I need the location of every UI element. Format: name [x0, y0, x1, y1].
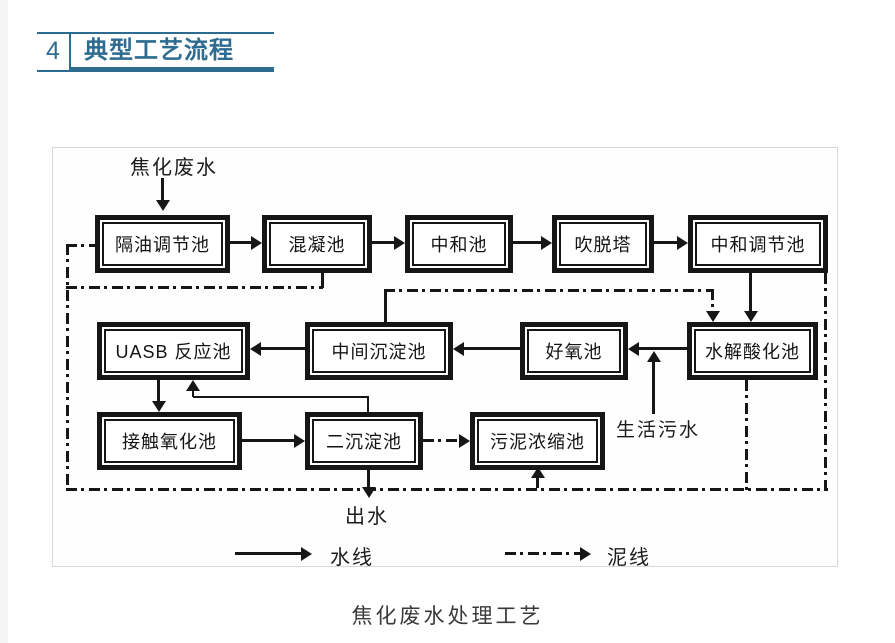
water-arrow-influent-down — [155, 178, 170, 211]
page-left-margin — [0, 0, 8, 643]
water-arrow-hydrolysis-to-aerobic — [628, 341, 687, 356]
sludge-line-bottom — [66, 488, 828, 491]
node-hydrolysis-acidification-tank: 水解酸化池 — [687, 322, 818, 380]
sludge-line-intermediate-to-hydrolysis — [384, 289, 713, 292]
sludge-arrow-secondary-to-thickener — [423, 433, 470, 448]
section-number: 4 — [37, 34, 71, 72]
legend-sludge-label: 泥线 — [607, 547, 651, 569]
water-arrow-regulation-to-hydrolysis — [743, 273, 758, 322]
node-label: UASB 反应池 — [115, 342, 232, 362]
node-aerobic-tank: 好氧池 — [520, 322, 628, 380]
node-label: 接触氧化池 — [122, 432, 217, 452]
section-header: 4 典型工艺流程 — [37, 32, 274, 72]
node-neutralization-tank: 中和池 — [405, 215, 513, 273]
water-arrow-neutralization-to-stripping — [513, 235, 552, 250]
node-oil-separation-tank: 隔油调节池 — [95, 215, 230, 273]
node-uasb-reactor: UASB 反应池 — [97, 322, 250, 380]
water-arrow-domestic-sewage-up — [646, 351, 661, 414]
sludge-arrow-into-hydrolysis — [705, 289, 720, 322]
sludge-line-hydrolysis-riser — [745, 380, 748, 491]
water-arrow-intermediate-to-uasb — [250, 341, 305, 356]
node-sludge-thickening-tank: 污泥浓缩池 — [470, 412, 605, 470]
water-arrow-oilsep-to-coagulation — [230, 235, 262, 250]
node-label: 好氧池 — [545, 342, 603, 362]
node-label: 中和池 — [430, 235, 488, 255]
sludge-line-left-riser — [66, 244, 69, 491]
recycle-line-horizontal — [193, 396, 369, 398]
sludge-line-coagulation-to-left — [66, 286, 323, 289]
node-stripping-tower: 吹脱塔 — [552, 215, 654, 273]
node-coagulation-tank: 混凝池 — [262, 215, 372, 273]
node-intermediate-sedimentation-tank: 中间沉淀池 — [305, 322, 453, 380]
flow-diagram-panel: 焦化废水 生活污水 出水 隔油调节池 混凝池 中和池 吹脱塔 中和调节池 UAS… — [52, 147, 838, 569]
node-neutralization-regulation-tank: 中和调节池 — [688, 215, 828, 273]
domestic-sewage-label: 生活污水 — [616, 420, 701, 441]
sludge-stub-coagulation-bottom — [321, 273, 324, 288]
recycle-line-riser — [367, 397, 369, 412]
influent-label: 焦化废水 — [130, 157, 218, 179]
water-arrow-secondary-to-effluent — [361, 470, 376, 498]
section-title: 典型工艺流程 — [71, 34, 274, 72]
water-arrow-stripping-to-regulation — [654, 235, 688, 250]
node-label: 中间沉淀池 — [331, 342, 427, 362]
sludge-arrow-into-thickener — [530, 467, 545, 488]
node-label: 污泥浓缩池 — [490, 432, 585, 452]
recycle-arrow-into-uasb — [186, 380, 200, 397]
node-contact-oxidation-tank: 接触氧化池 — [97, 412, 242, 470]
node-label: 水解酸化池 — [705, 342, 800, 362]
water-arrow-aerobic-to-intermediate — [453, 341, 520, 356]
node-label: 隔油调节池 — [115, 235, 210, 255]
sludge-line-right-riser — [824, 273, 827, 491]
legend-water-arrow — [235, 546, 312, 561]
figure-caption: 焦化废水处理工艺 — [351, 605, 544, 628]
water-arrow-uasb-to-contact — [151, 380, 166, 412]
water-arrow-coagulation-to-neutralization — [372, 235, 405, 250]
node-label: 混凝池 — [288, 235, 346, 255]
node-secondary-sedimentation-tank: 二沉淀池 — [305, 412, 423, 470]
sludge-stub-intermediate-top — [384, 290, 387, 322]
sludge-line-into-oilsep — [66, 244, 95, 247]
legend-water-label: 水线 — [330, 547, 374, 569]
effluent-label: 出水 — [345, 506, 389, 528]
node-label: 吹脱塔 — [574, 235, 632, 255]
water-arrow-contact-to-secondary — [242, 433, 305, 448]
node-label: 二沉淀池 — [326, 432, 402, 452]
legend-sludge-arrow — [505, 546, 591, 561]
node-label: 中和调节池 — [710, 235, 806, 255]
